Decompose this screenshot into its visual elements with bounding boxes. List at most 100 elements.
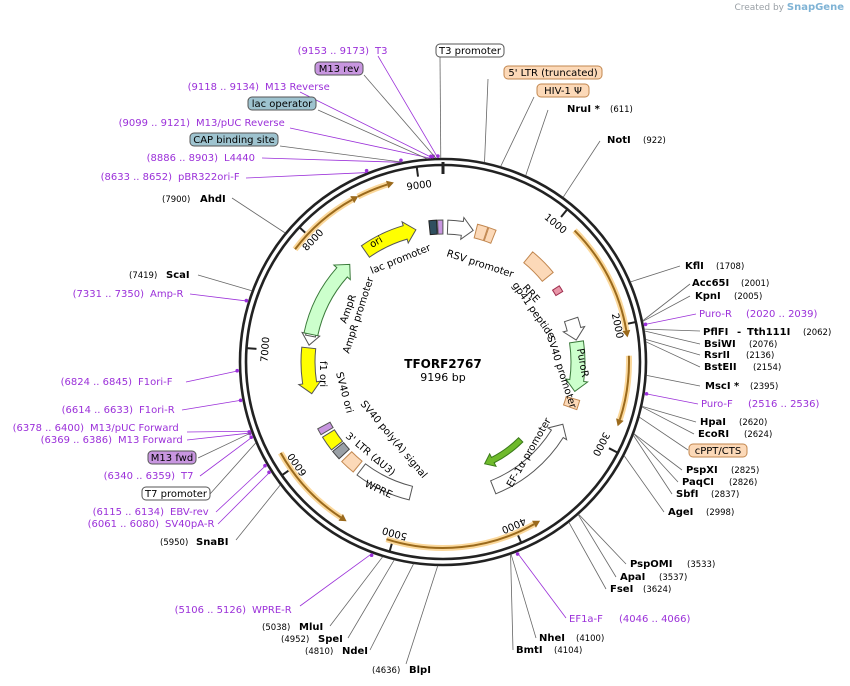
box-cap-binding-site[interactable]: CAP binding site [189, 132, 279, 147]
primer-puro-r[interactable]: Puro-R (2020 .. 2039) [699, 309, 818, 320]
site-noti[interactable]: NotI (922) [607, 135, 666, 146]
site-sbfi[interactable]: SbfI (2837) [676, 489, 739, 500]
site-paqci[interactable]: PaqCI (2826) [682, 477, 757, 488]
site-position: (4636) [372, 666, 400, 676]
box-cppt-cts[interactable]: cPPT/CTS [688, 443, 748, 458]
box-m13-rev[interactable]: M13 rev [314, 61, 364, 76]
feature-rsv-promoter-label[interactable]: RSV promoter [445, 248, 516, 280]
outside-feature-boxes: T3 promoter 5' LTR (truncated) HIV-1 Ψ M… [141, 43, 748, 501]
primer-t7[interactable]: (6340 .. 6359) T7 [104, 471, 194, 482]
primer-leader [643, 313, 697, 326]
box-frame [688, 443, 748, 458]
primer-ebv-rev[interactable]: (6115 .. 6134) EBV-rev [93, 507, 209, 518]
site-name: AgeI [668, 507, 693, 518]
site-blpi[interactable]: (4636) BlpI [372, 665, 431, 676]
site-leader [642, 406, 697, 423]
site-ndei[interactable]: (4810) NdeI [305, 646, 368, 657]
tick-mark [560, 208, 569, 218]
site-apai[interactable]: ApaI (3537) [620, 572, 687, 583]
site-kfli[interactable]: KflI (1708) [685, 261, 744, 272]
primer-name: T3 [374, 46, 387, 57]
primer-m13-forward[interactable]: (6369 .. 6386) M13 Forward [41, 435, 183, 446]
primer-f1ori-r[interactable]: (6614 .. 6633) F1ori-R [62, 405, 175, 416]
site-ecori[interactable]: EcoRI (2624) [698, 429, 772, 440]
primer-range: (6369 .. 6386) [41, 435, 113, 446]
site-scai[interactable]: (7419) ScaI [129, 270, 190, 281]
box-hiv-psi[interactable]: HIV-1 Ψ [536, 83, 590, 98]
site-nrui[interactable]: NruI * (611) [567, 104, 633, 115]
site-ahdi[interactable]: (7900) AhdI [162, 194, 226, 205]
feature-sv40-ori-label[interactable]: SV40 ori [333, 371, 355, 415]
site-position: (611) [610, 105, 633, 115]
site-nhei[interactable]: NheI (4100) [539, 633, 604, 644]
primer-name: Puro-F [701, 399, 733, 410]
primer-leader [299, 91, 434, 159]
primer-sv40pa-r[interactable]: (6061 .. 6080) SV40pA-R [88, 519, 215, 530]
site-position: (2620) [739, 418, 767, 428]
feature-f1-ori-label[interactable]: f1 ori [317, 361, 328, 387]
site-leader [439, 56, 442, 159]
site-rsrii[interactable]: RsrII (2136) [704, 350, 774, 361]
site-name: NdeI [342, 646, 368, 657]
primer-m13-puc-reverse[interactable]: (9099 .. 9121) M13/pUC Reverse [119, 118, 285, 129]
site-name-tth111i: Tth111I [747, 327, 790, 338]
primer-ef1a-f[interactable]: EF1a-F (4046 .. 4066) [569, 614, 691, 625]
primer-m13-puc-forward[interactable]: (6378 .. 6400) M13/pUC Forward [13, 423, 179, 434]
site-mlui[interactable]: (5038) MluI [262, 622, 323, 633]
site-pspomi[interactable]: PspOMI (3533) [630, 559, 715, 570]
primer-binding-mark [644, 392, 649, 396]
box-5-ltr[interactable]: 5' LTR (truncated) [503, 65, 603, 80]
primer-pbr322ori-f[interactable]: (8633 .. 8652) pBR322ori-F [101, 172, 240, 183]
box-frame [314, 61, 364, 76]
box-t7-promoter[interactable]: T7 promoter [141, 486, 211, 501]
site-position: (4100) [576, 634, 604, 644]
site-name: RsrII [704, 350, 730, 361]
primer-binding-mark [429, 154, 433, 159]
site-position: (2826) [729, 478, 757, 488]
box-m13-fwd[interactable]: M13 fwd [147, 450, 197, 465]
primer-binding-mark [249, 435, 254, 440]
primer-l4440[interactable]: (8886 .. 8903) L4440 [147, 153, 255, 164]
feature-cppt-block [562, 396, 581, 411]
primer-puro-f[interactable]: Puro-F (2516 .. 2536) [701, 399, 820, 410]
primer-range: (6340 .. 6359) [104, 471, 176, 482]
primer-name: M13/pUC Reverse [196, 118, 285, 129]
site-bmti[interactable]: BmtI (4104) [516, 645, 582, 656]
site-name: Acc65I [692, 278, 729, 289]
primer-m13-reverse[interactable]: (9118 .. 9134) M13 Reverse [188, 82, 330, 93]
site-bsiwi[interactable]: BsiWI (2076) [704, 339, 777, 350]
primer-amp-r[interactable]: (7331 .. 7350) Amp-R [73, 289, 184, 300]
site-pspxi[interactable]: PspXI (2825) [686, 465, 759, 476]
site-name: BlpI [409, 665, 431, 676]
site-agei[interactable]: AgeI (2998) [668, 507, 734, 518]
site-bsteii[interactable]: BstEII (2154) [704, 362, 781, 373]
site-position: (4810) [305, 647, 333, 657]
primer-wpre-r[interactable]: (5106 .. 5126) WPRE-R [175, 605, 292, 616]
feature-puror-label[interactable]: PuroR [574, 348, 590, 379]
box-lac-operator[interactable]: lac operator [247, 96, 317, 111]
site-msci[interactable]: MscI * (2395) [705, 381, 778, 392]
site-hpai[interactable]: HpaI (2620) [700, 417, 767, 428]
credit-prefix: Created by [734, 3, 784, 13]
primer-name: T7 [180, 471, 193, 482]
primer-range: (6061 .. 6080) [88, 519, 160, 530]
site-leader [645, 341, 701, 368]
site-leader [363, 74, 437, 159]
feature-ef1a-promoter-arrow [489, 423, 568, 495]
primer-name: F1ori-R [139, 405, 175, 416]
site-kpni[interactable]: KpnI (2005) [695, 291, 762, 302]
box-frame [141, 486, 211, 501]
site-fsei[interactable]: FseI (3624) [610, 584, 671, 595]
primer-t3[interactable]: (9153 .. 9173) T3 [298, 46, 388, 57]
site-name: KpnI [695, 291, 721, 302]
site-pflfi[interactable]: PflFI - Tth111I (2062) [703, 327, 831, 338]
site-name: BsiWI [704, 339, 736, 350]
site-acc65i[interactable]: Acc65I (2001) [692, 278, 769, 289]
site-position: (4104) [554, 646, 582, 656]
box-t3-promoter[interactable]: T3 promoter [435, 43, 505, 58]
site-snabi[interactable]: (5950) SnaBI [160, 537, 228, 548]
site-spei[interactable]: (4952) SpeI [281, 634, 343, 645]
primer-binding-mark [436, 154, 440, 158]
primer-f1ori-f[interactable]: (6824 .. 6845) F1ori-F [61, 377, 173, 388]
box-label: lac operator [252, 99, 313, 110]
